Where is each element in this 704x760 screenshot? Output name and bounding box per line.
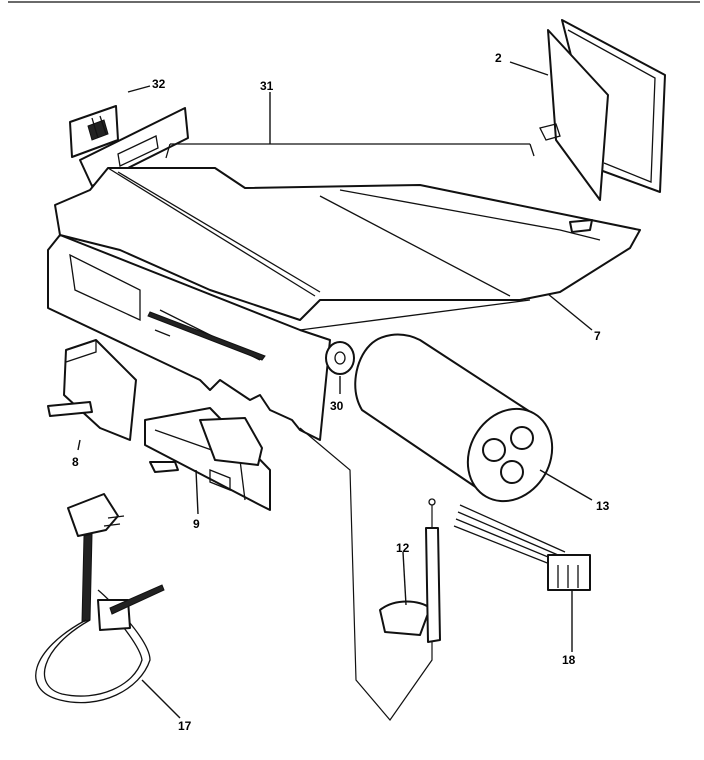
part-8-control-box: [47, 339, 137, 441]
part-2-filter-panel: [539, 19, 666, 201]
part-13-capacitor: [354, 333, 554, 503]
label-part-30: 30: [330, 399, 344, 413]
label-part-18: 18: [562, 653, 576, 667]
part-18-wire-harness: [453, 504, 591, 591]
part-32-switch-plate: [69, 105, 119, 158]
label-part-32: 32: [152, 77, 166, 91]
front-housing: [47, 234, 331, 441]
back-panel: [79, 107, 189, 187]
part-12-sensor-clip: [379, 498, 441, 643]
part-31-rod: [165, 143, 535, 159]
part-number-labels: 2 32 31 7 30 8 9 13 12 18 17: [72, 51, 610, 733]
label-part-17: 17: [178, 719, 192, 733]
label-part-8: 8: [72, 455, 79, 469]
label-part-13: 13: [596, 499, 610, 513]
part-7-base-pan: [54, 167, 641, 331]
label-part-31: 31: [260, 79, 274, 93]
part-9-switch-assembly: [144, 407, 271, 511]
capillary-wire: [299, 427, 433, 721]
label-part-7: 7: [594, 329, 601, 343]
label-part-12: 12: [396, 541, 410, 555]
part-30-grommet: [325, 341, 355, 375]
leader-lines: [77, 61, 593, 719]
label-part-2: 2: [495, 51, 502, 65]
label-part-9: 9: [193, 517, 200, 531]
part-17-power-cord: [35, 493, 165, 704]
